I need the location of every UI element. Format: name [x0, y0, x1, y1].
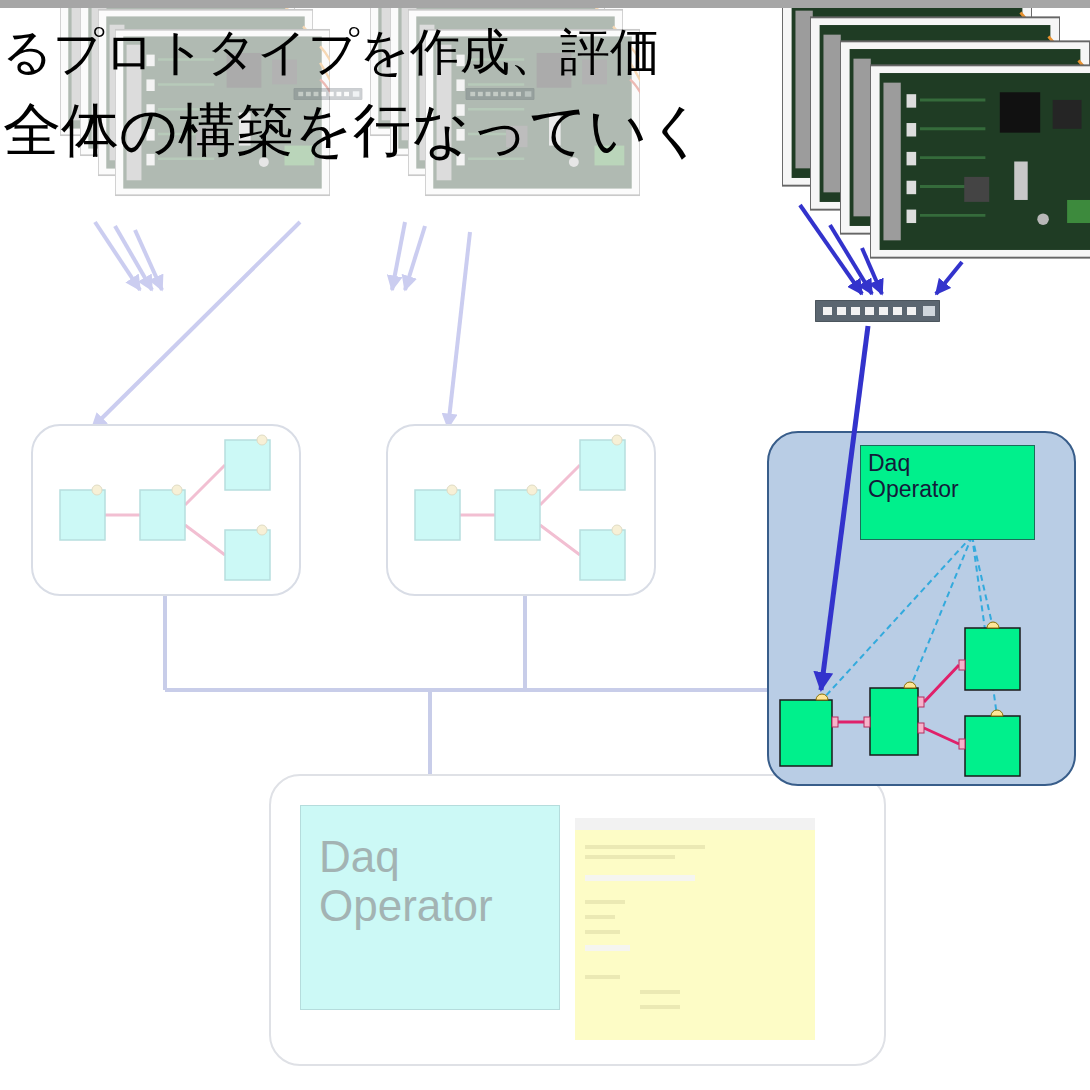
faded-daq-box: [387, 425, 655, 595]
daq-components: [780, 622, 1020, 776]
faded-arrows: [92, 222, 470, 428]
operator-box: Daq Operator: [860, 445, 1035, 540]
node-label: Daq Operator: [868, 451, 972, 503]
faded-operator-panel: [270, 775, 885, 1065]
bullet-text: 全体の構築を行なっていく: [3, 96, 706, 166]
title-bar: [0, 0, 1090, 8]
faded-operator-box: Daq Operator: [300, 805, 560, 1010]
network-switch: [815, 300, 940, 322]
faded-screenshot: [575, 818, 815, 1040]
faded-daq-box: [32, 425, 300, 595]
board-arrows: [800, 205, 962, 294]
bullet-text: るプロトタイプを作成、評価: [2, 22, 660, 82]
node-label: Daq Operator: [319, 832, 514, 931]
faded-network-lines: [165, 595, 768, 775]
daq-panel: [768, 432, 1075, 785]
board-stack: [782, 0, 1090, 258]
